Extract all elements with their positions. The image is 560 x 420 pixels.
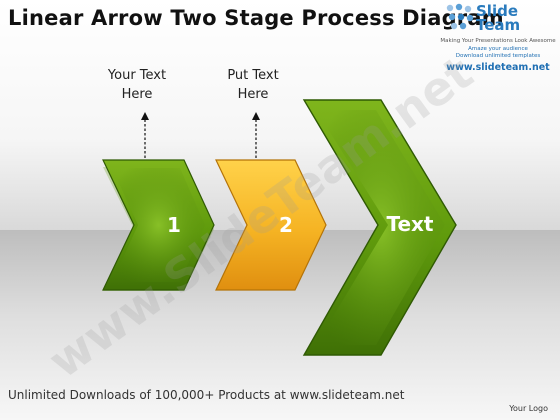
label-1-line-1: Your Text xyxy=(107,68,167,83)
arrow-3-label: Text xyxy=(386,212,433,236)
page-title: Linear Arrow Two Stage Process Diagram xyxy=(8,6,504,30)
logo-brand-line1: Slide xyxy=(476,2,518,20)
label-2-line-2: Here xyxy=(237,87,269,102)
arrow-2: 2 xyxy=(215,159,327,291)
arrow-1: 1 xyxy=(102,159,215,291)
logo-tagline-2: Amaze your audience xyxy=(468,46,528,52)
logo-brand: Slide Team xyxy=(476,2,521,34)
label-put-text: Put Text Here xyxy=(216,66,290,104)
logo-brand-line2: Team xyxy=(476,16,521,34)
slideteam-logo: Slide Team Making Your Presentations Loo… xyxy=(436,0,560,80)
title-text: Linear Arrow Two Stage Process Diagram xyxy=(8,6,504,30)
label-your-text: Your Text Here xyxy=(100,66,174,104)
label-2-line-1: Put Text xyxy=(227,68,279,83)
connector-2-arrowhead-icon xyxy=(252,112,260,120)
logo-tagline-3: Download unlimited templates xyxy=(455,53,541,59)
logo-url: www.slideteam.net xyxy=(446,62,550,73)
arrow-2-label: 2 xyxy=(279,213,293,237)
label-1-line-2: Here xyxy=(121,87,153,102)
your-logo-text: Your Logo xyxy=(509,404,548,413)
arrow-1-label: 1 xyxy=(167,213,181,237)
logo-dots-icon xyxy=(446,3,474,30)
logo-tagline-1: Making Your Presentations Look Awesome xyxy=(440,38,556,44)
footer-text: Unlimited Downloads of 100,000+ Products… xyxy=(8,388,405,402)
arrow-3: Text xyxy=(302,99,457,356)
connector-1-arrowhead-icon xyxy=(141,112,149,120)
